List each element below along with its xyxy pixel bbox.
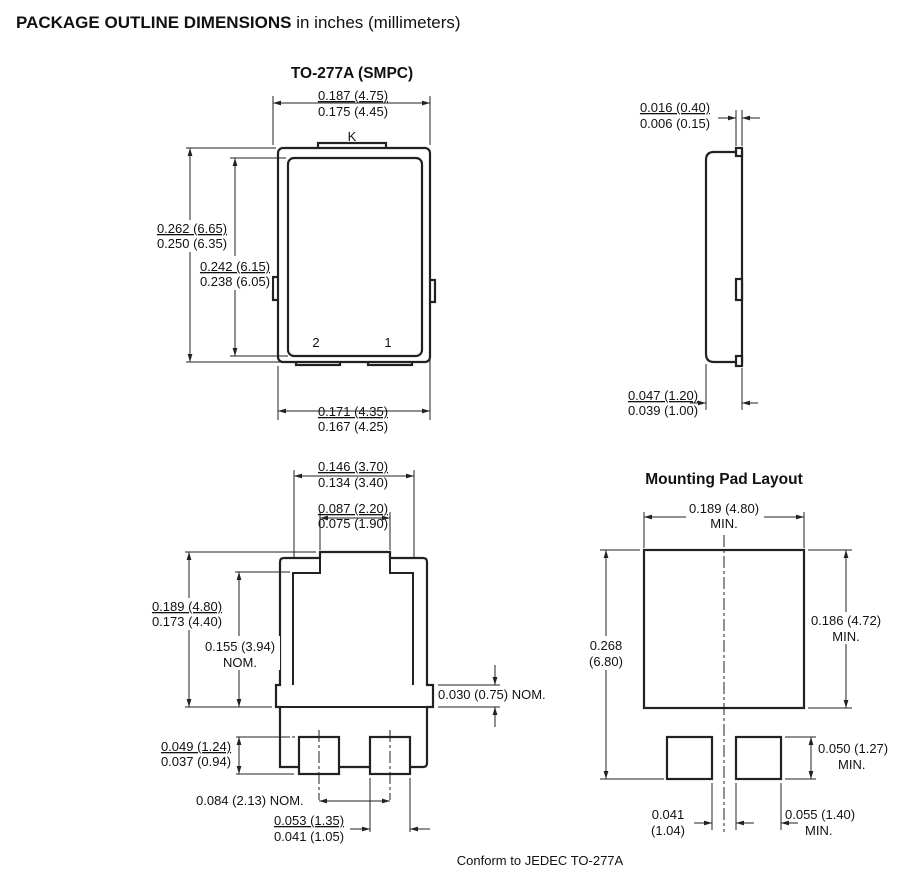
mounting-pad-layout: Mounting Pad Layout 0.189 (4.80) MIN. 0.… — [586, 471, 888, 838]
dim-label: 0.175 (4.45) — [318, 104, 388, 119]
dim-label: 0.050 (1.27) — [818, 741, 888, 756]
dim-label: 0.053 (1.35) — [274, 813, 344, 828]
dim-label: 0.189 (4.80) — [152, 599, 222, 614]
dim-label: MIN. — [832, 629, 859, 644]
dim-label: (1.04) — [651, 823, 685, 838]
dim-label: 0.030 (0.75) NOM. — [438, 687, 546, 702]
dim-label: 0.041 (1.05) — [274, 829, 344, 844]
dim-label: 0.242 (6.15) — [200, 259, 270, 274]
dim-label: 0.186 (4.72) — [811, 613, 881, 628]
dim-label: (6.80) — [589, 654, 623, 669]
dim-label: 0.006 (0.15) — [640, 116, 710, 131]
top-view-heading: TO-277A (SMPC) — [291, 65, 413, 82]
footer-note: Conform to JEDEC TO-277A — [457, 853, 624, 868]
dim-label: MIN. — [805, 823, 832, 838]
dim-label: 0.173 (4.40) — [152, 614, 222, 629]
dim-label: MIN. — [710, 516, 737, 531]
dim-label: 0.268 — [590, 638, 623, 653]
dim-label: 0.187 (4.75) — [318, 88, 388, 103]
dim-label: 0.087 (2.20) — [318, 501, 388, 516]
dim-label: 0.146 (3.70) — [318, 459, 388, 474]
pin-label: 2 — [312, 335, 319, 350]
dim-label: 0.037 (0.94) — [161, 754, 231, 769]
dim-label: 0.016 (0.40) — [640, 100, 710, 115]
dim-label: 0.055 (1.40) — [785, 807, 855, 822]
dim-label: 0.041 — [652, 807, 685, 822]
mounting-heading: Mounting Pad Layout — [645, 471, 803, 488]
dim-label: 0.167 (4.25) — [318, 419, 388, 434]
dim-label: 0.155 (3.94) — [205, 639, 275, 654]
top-view: TO-277A (SMPC) 0.187 (4.75) 0.175 (4.45)… — [152, 65, 437, 434]
dim-label: 0.262 (6.65) — [157, 221, 227, 236]
dim-label: 0.084 (2.13) NOM. — [196, 793, 304, 808]
dim-label: 0.039 (1.00) — [628, 403, 698, 418]
dim-label: NOM. — [223, 655, 257, 670]
dim-label: 0.238 (6.05) — [200, 274, 270, 289]
dim-label: 0.171 (4.35) — [318, 404, 388, 419]
dim-label: 0.250 (6.35) — [157, 236, 227, 251]
bottom-view: 0.146 (3.70) 0.134 (3.40) 0.087 (2.20) 0… — [146, 459, 546, 844]
dim-label: 0.049 (1.24) — [161, 739, 231, 754]
pin-label: K — [348, 129, 357, 144]
dim-label: 0.189 (4.80) — [689, 501, 759, 516]
dim-label: 0.134 (3.40) — [318, 475, 388, 490]
pin-label: 1 — [384, 335, 391, 350]
page-title: PACKAGE OUTLINE DIMENSIONS in inches (mi… — [16, 13, 461, 32]
side-view: 0.016 (0.40) 0.006 (0.15) 0.047 (1.20) 0… — [628, 100, 760, 418]
dim-label: 0.047 (1.20) — [628, 388, 698, 403]
dim-label: MIN. — [838, 757, 865, 772]
